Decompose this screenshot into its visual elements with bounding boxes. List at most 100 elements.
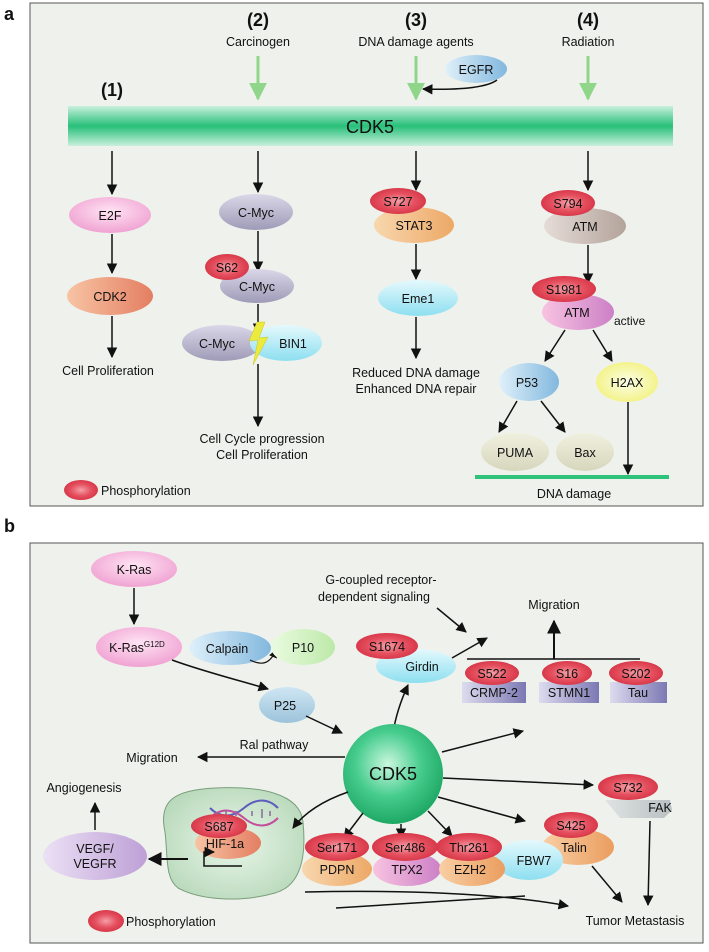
dna-damage-bar bbox=[475, 475, 669, 479]
p10-node bbox=[271, 629, 335, 665]
outcome-reduced-damage: Reduced DNA damage bbox=[352, 366, 480, 380]
s62-phospho bbox=[205, 254, 249, 280]
pathway-3-stimulus: DNA damage agents bbox=[358, 35, 473, 49]
ser171-label: Ser171 bbox=[317, 841, 357, 855]
atm-active-label: active bbox=[614, 314, 646, 328]
s727-phospho bbox=[370, 188, 426, 214]
line-ezh2-metastasis bbox=[335, 895, 526, 909]
ezh2-node bbox=[439, 852, 505, 886]
pathway-1-number: (1) bbox=[101, 80, 123, 100]
arrow-pdpn-metastasis bbox=[304, 890, 570, 910]
s687-phospho bbox=[191, 814, 247, 838]
arrow-p25-cdk5 bbox=[305, 715, 343, 734]
kras-label: K-Ras bbox=[117, 563, 152, 577]
bin1-node bbox=[250, 325, 322, 361]
atm-label-2: ATM bbox=[564, 306, 589, 320]
cdk5-bar-label: CDK5 bbox=[346, 117, 394, 137]
outcome-enhanced-repair: Enhanced DNA repair bbox=[356, 382, 477, 396]
vegf-node bbox=[43, 832, 147, 880]
tpx2-label: TPX2 bbox=[391, 863, 422, 877]
s727-label: S727 bbox=[383, 195, 412, 209]
gcoupled-line-2: dependent signaling bbox=[318, 590, 430, 604]
angiogenesis-label: Angiogenesis bbox=[46, 781, 121, 795]
cdk5-bar bbox=[68, 106, 673, 146]
talin-label: Talin bbox=[561, 841, 587, 855]
pdpn-label: PDPN bbox=[320, 863, 355, 877]
s62-label: S62 bbox=[216, 261, 238, 275]
legend-a-label: Phosphorylation bbox=[101, 484, 191, 498]
pathway-2-number: (2) bbox=[247, 10, 269, 30]
p25-label: P25 bbox=[274, 699, 296, 713]
bax-label: Bax bbox=[574, 446, 596, 460]
vegf-label-1: VEGF/ bbox=[76, 842, 114, 856]
vegf-label-2: VEGFR bbox=[73, 857, 116, 871]
s202-phospho bbox=[609, 661, 663, 685]
panel-b: b K-Ras K-RasG12D Calpain P10 P25 G-coup… bbox=[4, 516, 704, 944]
outcome-cell-cycle: Cell Cycle progression bbox=[199, 432, 324, 446]
fak-shape bbox=[605, 800, 672, 818]
h2ax-node bbox=[596, 362, 658, 402]
panel-b-label: b bbox=[4, 516, 15, 536]
p10-label: P10 bbox=[292, 641, 314, 655]
egfr-label: EGFR bbox=[459, 63, 494, 77]
kras-g12d-superscript: G12D bbox=[144, 640, 165, 649]
p53-node bbox=[499, 363, 559, 401]
pdpn-node bbox=[302, 852, 372, 886]
bin1-label: BIN1 bbox=[279, 337, 307, 351]
panel-a-background bbox=[29, 2, 704, 507]
ser486-label: Ser486 bbox=[385, 841, 425, 855]
bax-node bbox=[556, 433, 614, 471]
kras-node bbox=[91, 551, 177, 587]
panel-a: a (1) (2) Carcinogen (3) DNA damage agen… bbox=[4, 2, 704, 507]
gcoupled-line-1: G-coupled receptor- bbox=[325, 573, 436, 587]
cmyc-node-3 bbox=[182, 325, 262, 361]
pathway-3-number: (3) bbox=[405, 10, 427, 30]
tpx2-node bbox=[373, 852, 441, 886]
s687-label: S687 bbox=[204, 820, 233, 834]
atm-node-1 bbox=[544, 208, 626, 244]
puma-node bbox=[481, 433, 549, 471]
kras-g12d-main: K-Ras bbox=[109, 641, 144, 655]
s425-phospho bbox=[544, 812, 598, 838]
fbw7-label: FBW7 bbox=[517, 854, 552, 868]
h2ax-label: H2AX bbox=[611, 376, 644, 390]
arrow-cdk5-ezh2 bbox=[427, 810, 453, 837]
crmp2-box bbox=[462, 682, 526, 703]
s1981-phospho bbox=[532, 276, 596, 302]
ezh2-label: EZH2 bbox=[454, 863, 486, 877]
tumor-metastasis-label: Tumor Metastasis bbox=[586, 914, 685, 928]
arrow-cdk5-talin bbox=[437, 796, 527, 824]
s522-label: S522 bbox=[477, 667, 506, 681]
e2f-node bbox=[69, 197, 151, 233]
tau-box bbox=[610, 682, 667, 703]
cdk2-node bbox=[67, 277, 153, 315]
cmyc-node-1 bbox=[219, 194, 293, 230]
s732-label: S732 bbox=[613, 781, 642, 795]
arrow-krasmut-p25 bbox=[171, 659, 270, 692]
pathway-4-stimulus: Radiation bbox=[562, 35, 615, 49]
ser171-phospho bbox=[305, 833, 369, 861]
fbw7-node bbox=[495, 840, 563, 880]
migration-left-label: Migration bbox=[126, 751, 177, 765]
arrow-cdk5-cytoskeleton bbox=[441, 728, 525, 753]
ral-pathway-label: Ral pathway bbox=[240, 738, 310, 752]
arrow-cdk5-cell bbox=[292, 791, 349, 829]
arrow-girdin-migration bbox=[451, 637, 488, 659]
hif-label: HIF-1a bbox=[206, 837, 244, 851]
arrow-p53-puma bbox=[498, 400, 518, 433]
p25-node bbox=[259, 687, 315, 723]
cdk5-hub-label: CDK5 bbox=[369, 764, 417, 784]
ser486-phospho bbox=[372, 833, 438, 861]
thr261-label: Thr261 bbox=[449, 841, 489, 855]
egfr-node bbox=[445, 55, 507, 83]
s425-label: S425 bbox=[556, 819, 585, 833]
interaction-bolt bbox=[248, 321, 269, 366]
legend-a-phospho-swatch bbox=[64, 480, 98, 500]
outcome-cell-proliferation-2: Cell Proliferation bbox=[216, 448, 308, 462]
s16-phospho bbox=[542, 661, 592, 685]
s202-label: S202 bbox=[621, 667, 650, 681]
calpain-node bbox=[189, 631, 271, 665]
s794-phospho bbox=[541, 190, 595, 216]
arrow-gcoupled-migration bbox=[436, 607, 467, 633]
